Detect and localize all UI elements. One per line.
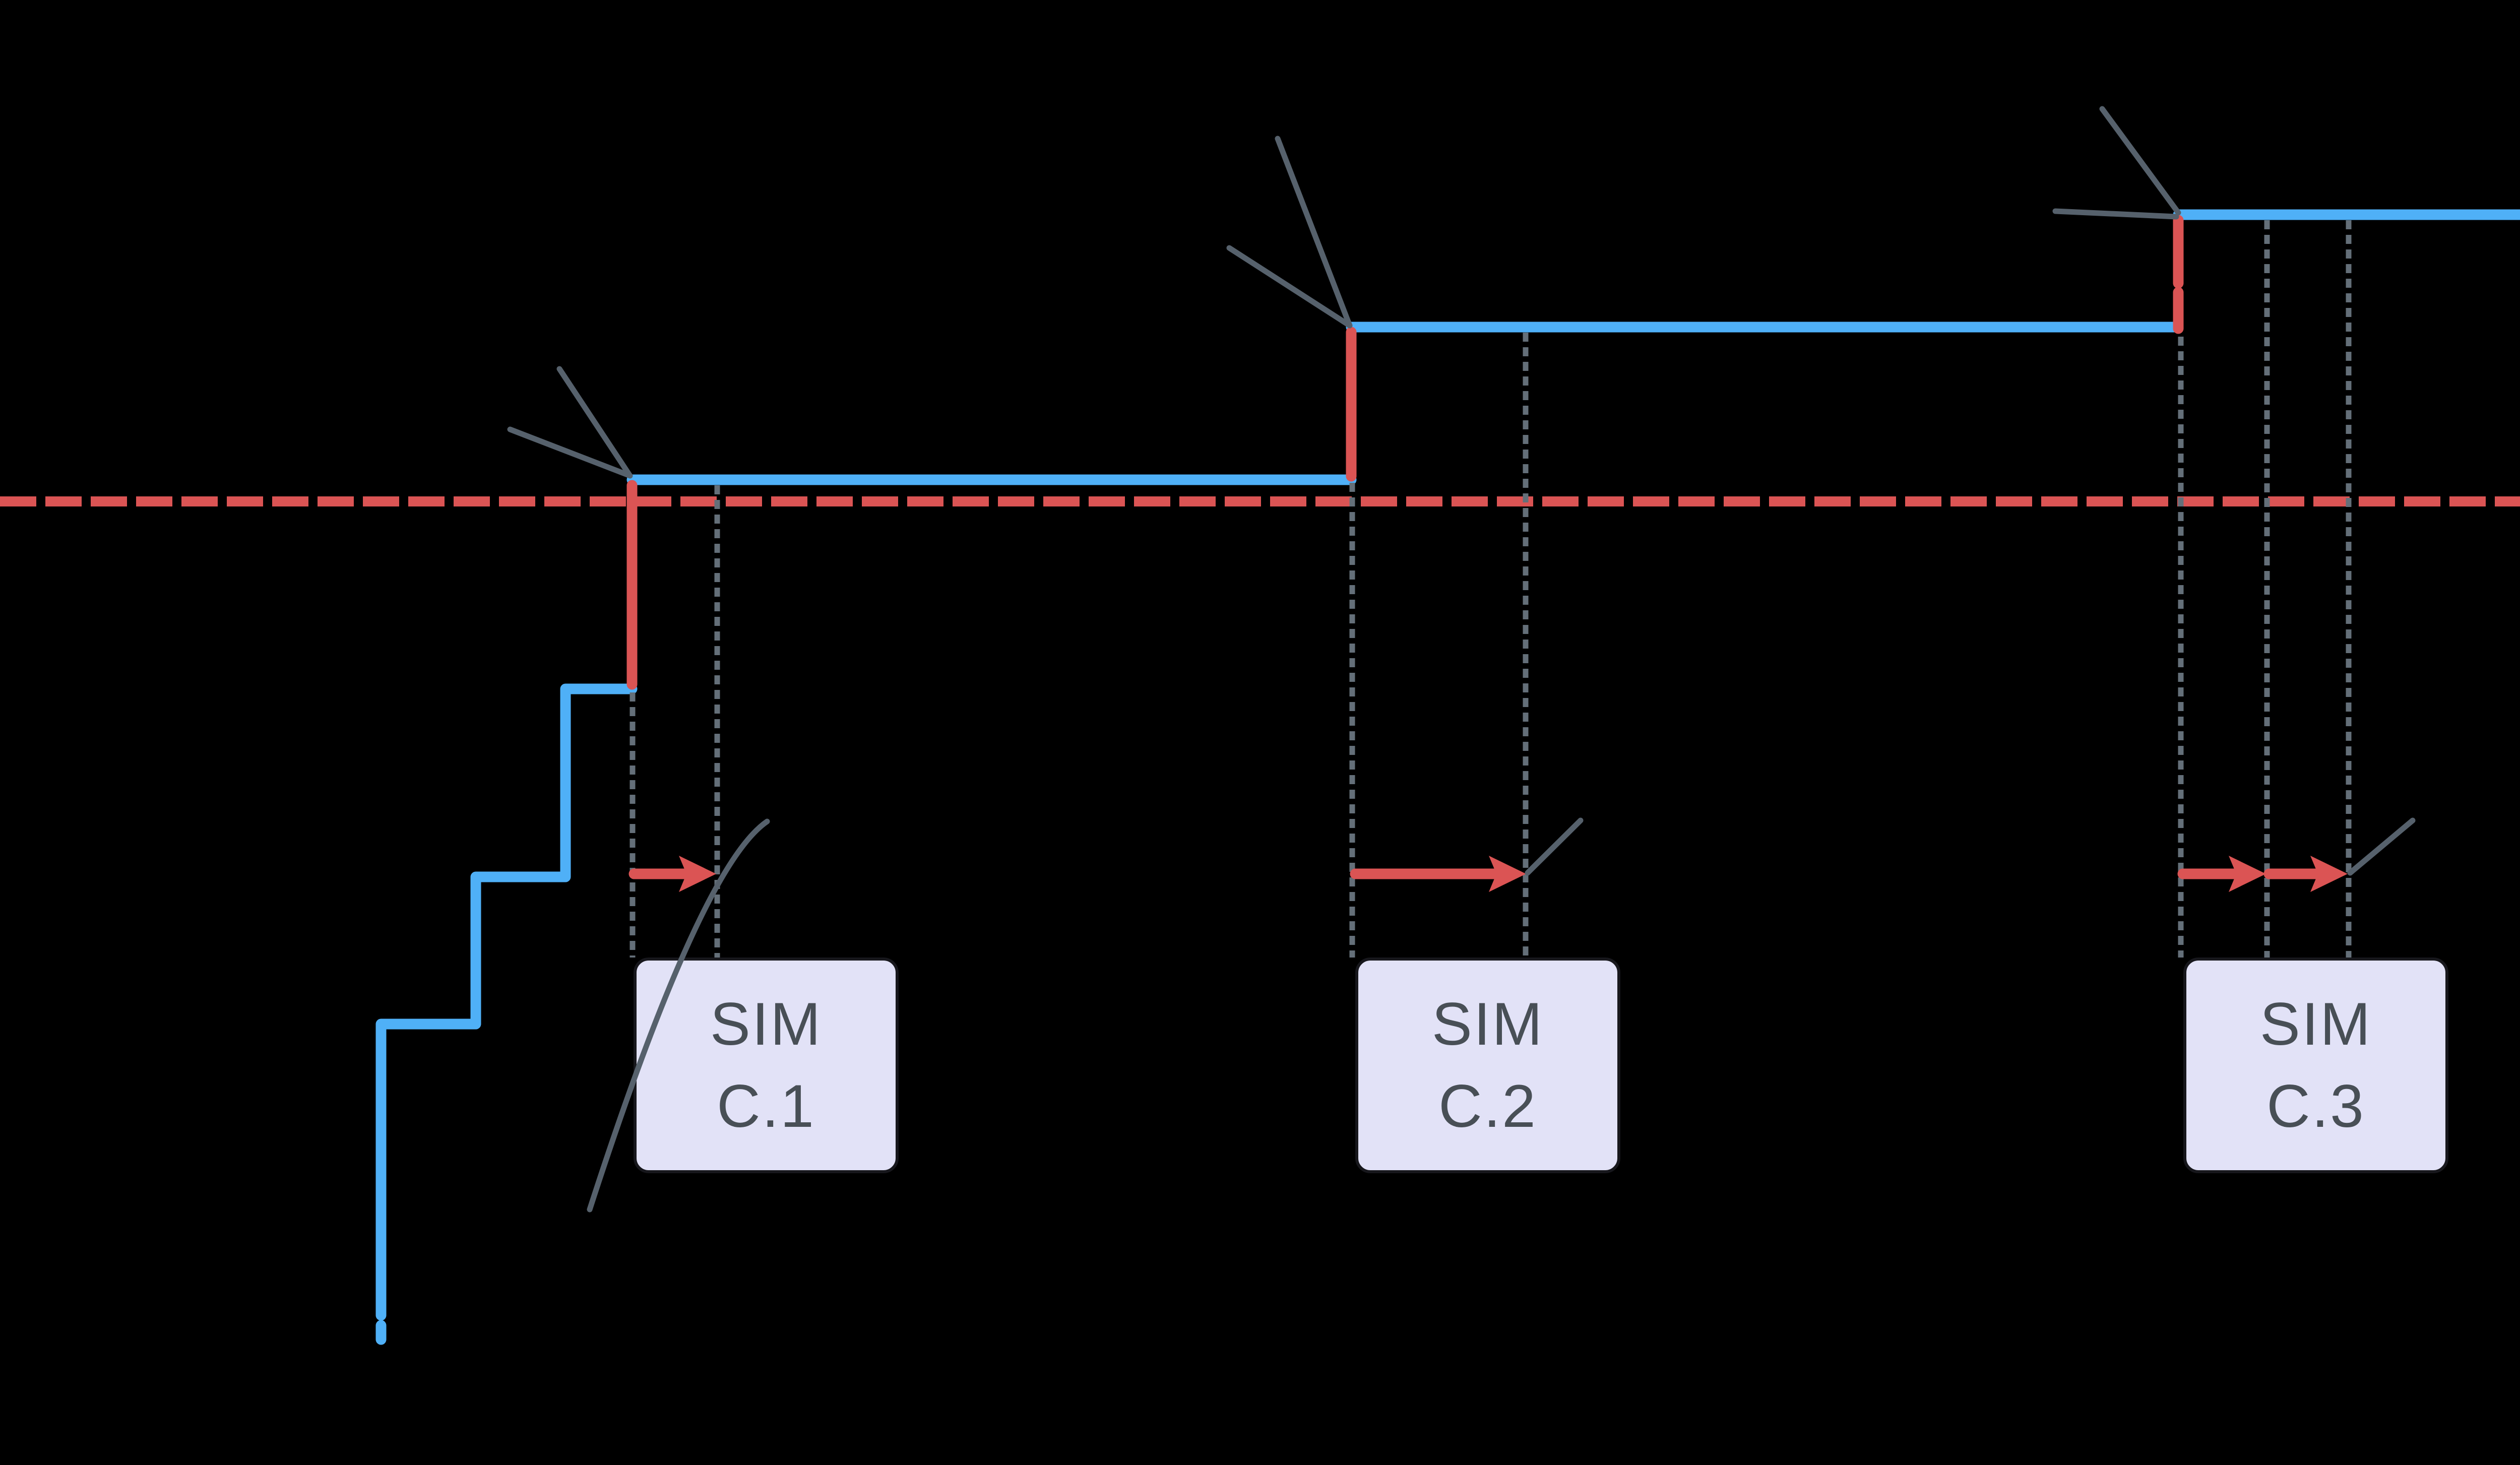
duration-arrow-2 [1350,856,1526,892]
sim-box-c2: SIM C.2 [1355,958,1620,1173]
duration-arrow-3 [2177,856,2266,892]
sim-box-c1-id: C.1 [717,1072,815,1140]
sim-box-c2-id: C.2 [1438,1072,1537,1140]
step-curve [375,683,638,1321]
sim-box-c2-title: SIM [1431,990,1544,1058]
duration-arrow-2-head [1489,856,1526,892]
duration-arrow-4-head [2310,856,2348,892]
annotation-leader-arrow3 [2347,817,2416,876]
annotation-leader-corner1-a [556,366,633,479]
sim-box-c1: SIM C.1 [634,958,899,1173]
sim-box-c1-title: SIM [710,990,823,1058]
annotation-leader-corner2-b [1226,245,1353,329]
duration-arrow-1-head [679,856,716,892]
annotation-leader-arrow2 [1525,817,1584,876]
annotation-leader-corner3-a [2099,106,2181,216]
duration-arrow-1 [628,856,716,892]
duration-arrow-4 [2263,856,2348,892]
annotation-leader-corner2-a [1275,136,1353,329]
annotation-leader-corner1-b [507,426,633,479]
sim-box-c3-id: C.3 [2266,1072,2365,1140]
sim-box-c3: SIM C.3 [2183,958,2448,1173]
sim-box-c3-title: SIM [2259,990,2372,1058]
annotation-leader-corner3-b [2052,208,2179,220]
duration-arrow-3-head [2229,856,2266,892]
